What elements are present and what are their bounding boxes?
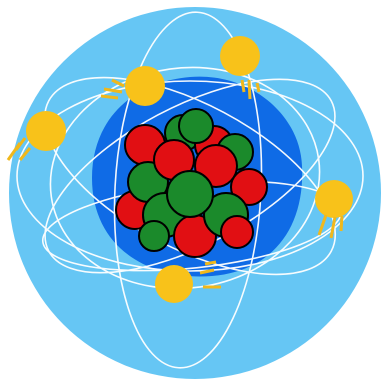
electron [26, 111, 66, 151]
proton [221, 216, 253, 248]
electron [315, 180, 353, 218]
neutron [179, 109, 213, 143]
electron [155, 265, 193, 303]
neutron [167, 171, 213, 217]
electron [125, 66, 165, 106]
neutron [139, 221, 169, 251]
electron [220, 36, 260, 76]
